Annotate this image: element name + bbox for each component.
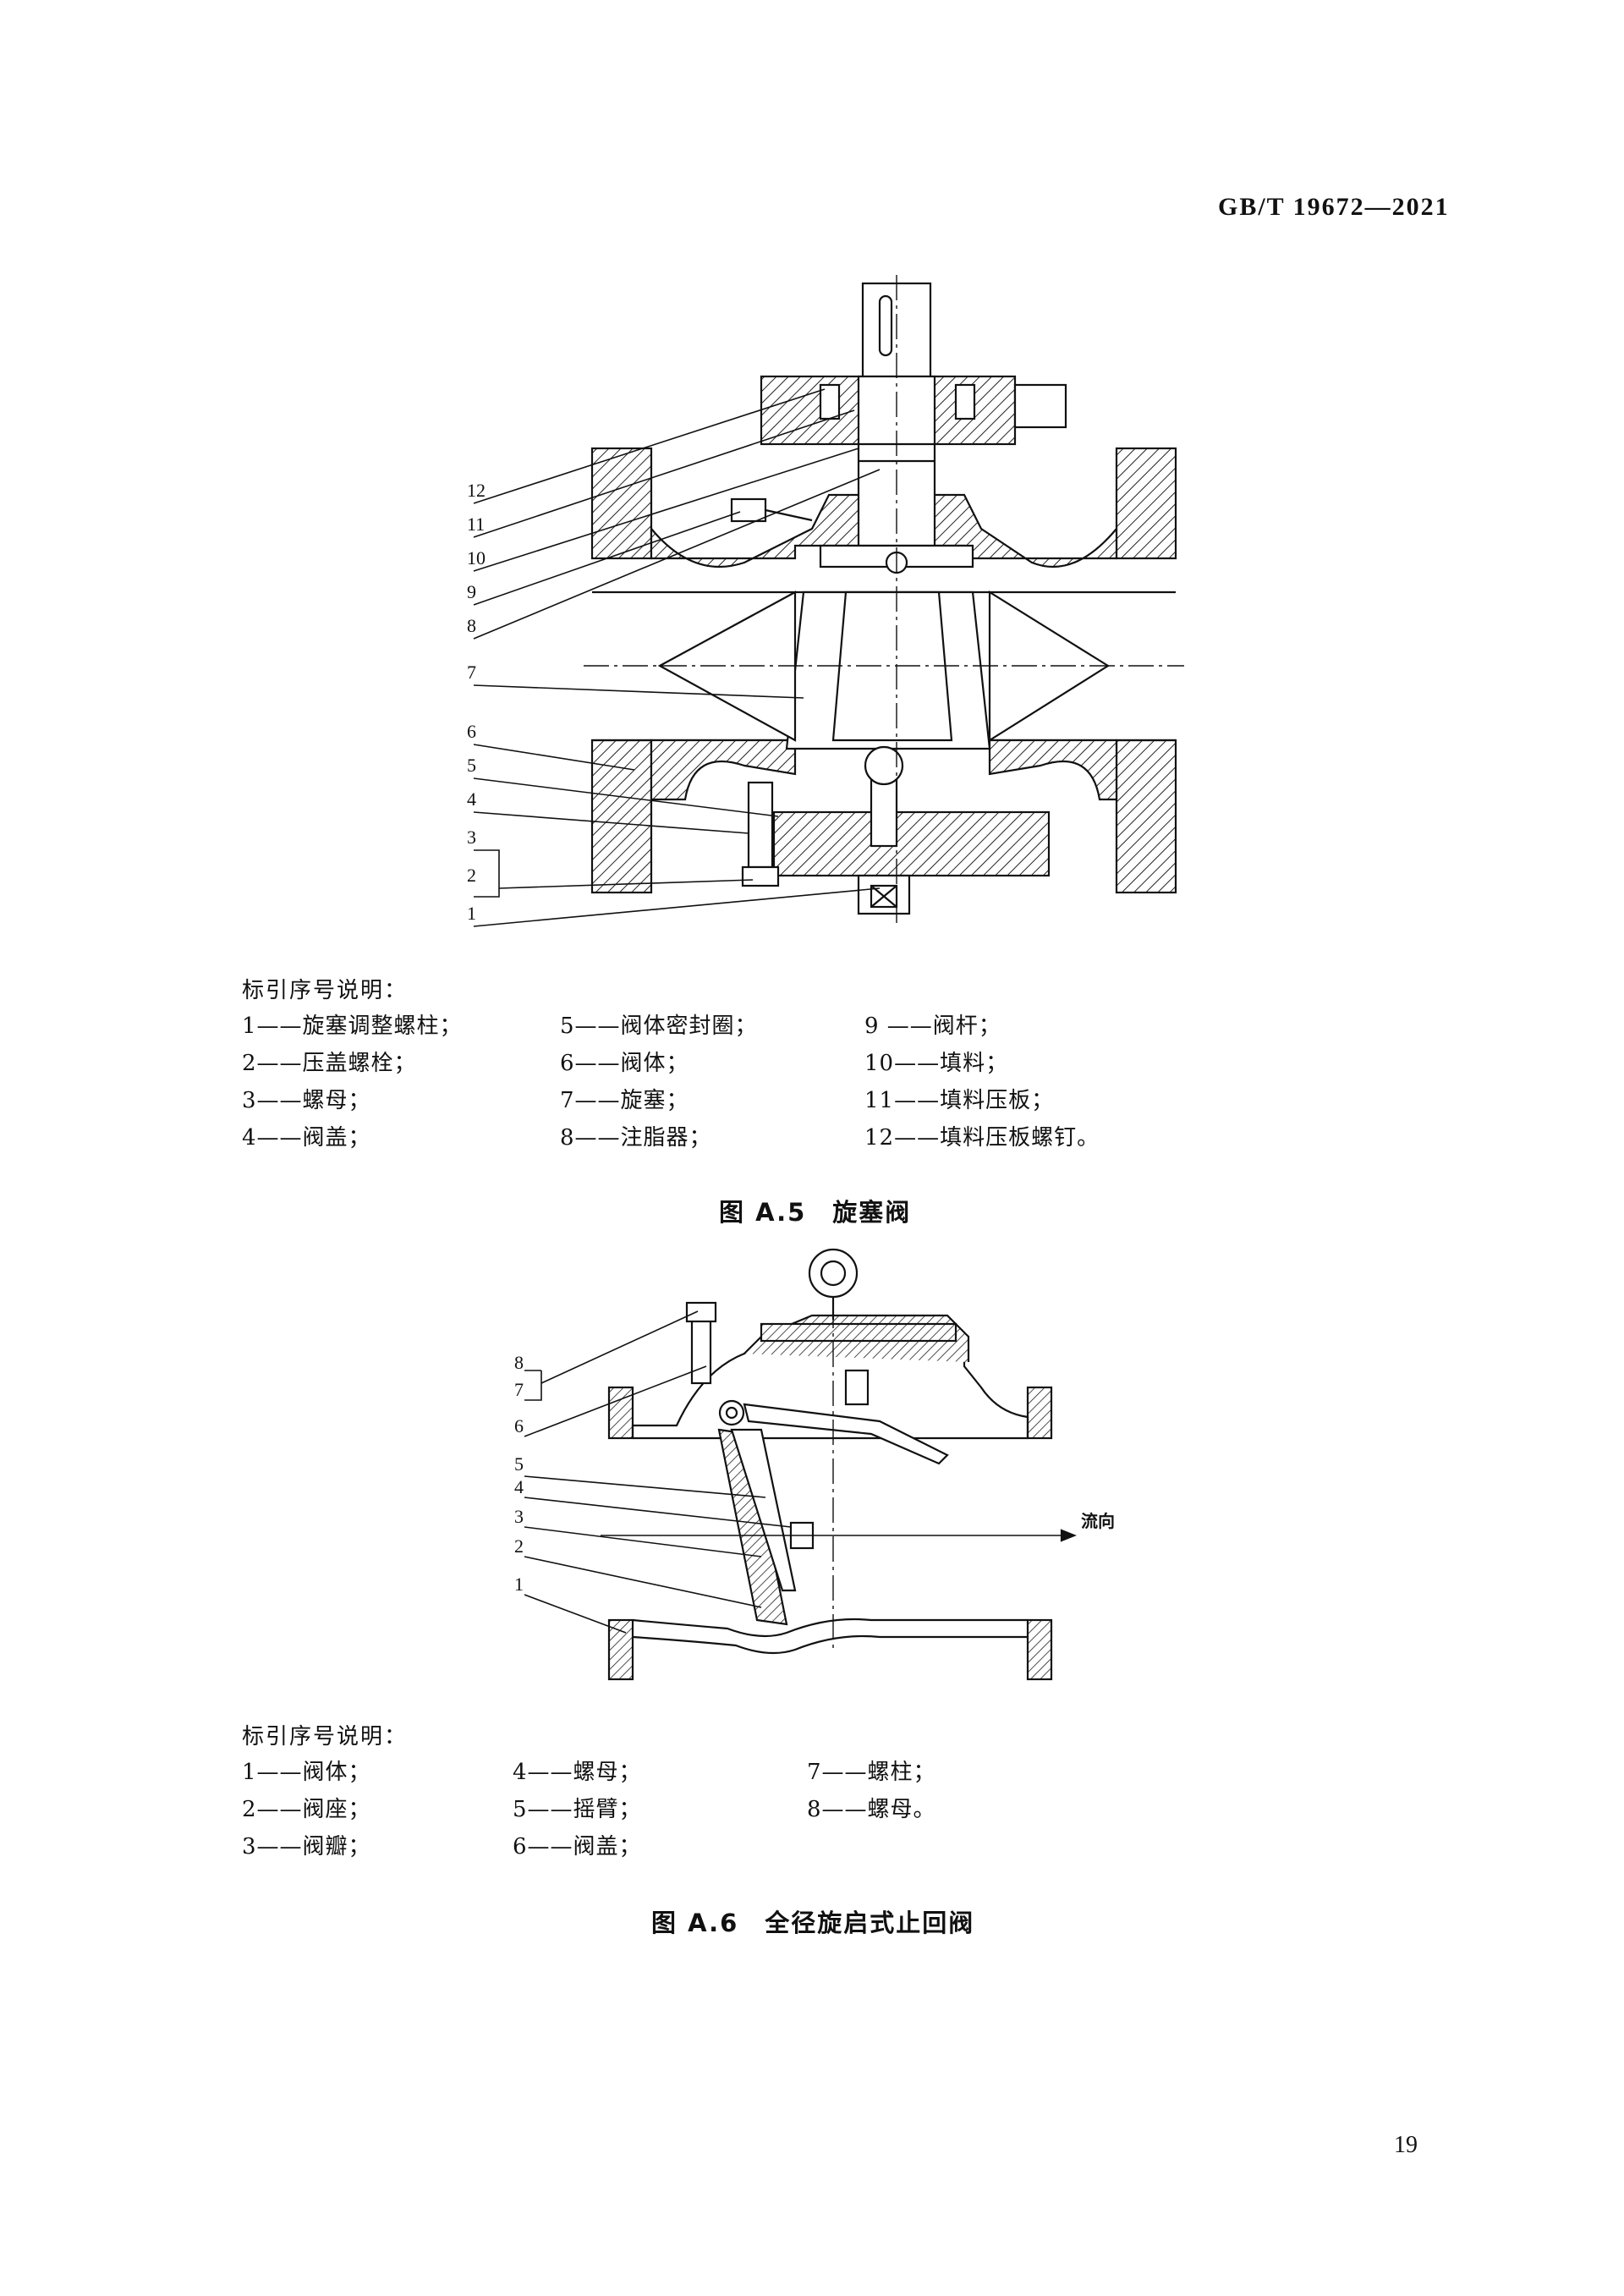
legend-item: 8——螺母。: [807, 1797, 936, 1822]
fig-a6-callout-6: 6: [514, 1415, 524, 1436]
fig-a6-callout-7: 7: [514, 1379, 524, 1400]
fig-a6-caption: 图 A.6 全径旋启式止回阀: [651, 1909, 975, 1937]
figure-a6-drawing: 8 7 6 5 4 3 2 1 流向: [514, 1248, 1115, 1681]
fig-a5-callout-1: 1: [467, 903, 476, 924]
fig-a6-callout-3: 3: [514, 1506, 524, 1527]
fig-a5-callout-12: 12: [467, 480, 486, 501]
legend-item: 3——螺母；: [242, 1088, 371, 1113]
legend-item: 9 ——阀杆；: [864, 1013, 1001, 1039]
fig-a5-callout-5: 5: [467, 755, 476, 776]
legend-item: 5——摇臂；: [513, 1797, 642, 1822]
legend-item: 7——螺柱；: [807, 1760, 936, 1785]
fig-a6-callout-8: 8: [514, 1352, 524, 1373]
legend-item: 12——填料压板螺钉。: [864, 1125, 1100, 1151]
standard-code: GB/T 19672—2021: [1218, 193, 1450, 221]
legend-item: 5——阀体密封圈；: [560, 1013, 758, 1039]
fig-a6-flow-label: 流向: [1081, 1511, 1115, 1531]
fig-a5-callout-11: 11: [467, 514, 485, 535]
fig-a6-legend-title: 标引序号说明：: [242, 1724, 409, 1749]
legend-item: 1——阀体；: [242, 1760, 371, 1785]
figure-a5-drawing: 12 11 10 9 8 7 6 5 4 3 2 1: [467, 275, 1184, 927]
fig-a5-callout-4: 4: [467, 788, 476, 810]
legend-item: 2——压盖螺栓；: [242, 1051, 417, 1076]
legend-item: 7——旋塞；: [560, 1088, 689, 1113]
fig-a5-callout-8: 8: [467, 615, 476, 636]
fig-a6-callout-4: 4: [514, 1476, 524, 1497]
legend-item: 3——阀瓣；: [242, 1834, 371, 1859]
legend-item: 4——螺母；: [513, 1760, 642, 1785]
fig-a5-caption: 图 A.5 旋塞阀: [719, 1198, 912, 1227]
fig-a5-callout-3: 3: [467, 827, 476, 848]
fig-a6-callout-5: 5: [514, 1453, 524, 1475]
fig-a6-callout-1: 1: [514, 1574, 524, 1595]
legend-item: 11——填料压板；: [864, 1088, 1055, 1113]
legend-item: 6——阀盖；: [513, 1834, 642, 1859]
fig-a5-callout-7: 7: [467, 662, 476, 683]
page-number: 19: [1394, 2132, 1418, 2158]
fig-a6-callout-2: 2: [514, 1535, 524, 1557]
fig-a5-callout-10: 10: [467, 547, 486, 569]
fig-a5-legend-title: 标引序号说明：: [242, 978, 409, 1003]
fig-a5-callout-2: 2: [467, 865, 476, 886]
legend-item: 2——阀座；: [242, 1797, 371, 1822]
legend-item: 10——填料；: [864, 1051, 1009, 1076]
fig-a5-callout-6: 6: [467, 721, 476, 742]
legend-item: 6——阀体；: [560, 1051, 689, 1076]
legend-item: 4——阀盖；: [242, 1125, 371, 1151]
legend-item: 1——旋塞调整螺柱；: [242, 1013, 463, 1039]
legend-item: 8——注脂器；: [560, 1125, 712, 1151]
fig-a5-callout-9: 9: [467, 581, 476, 602]
